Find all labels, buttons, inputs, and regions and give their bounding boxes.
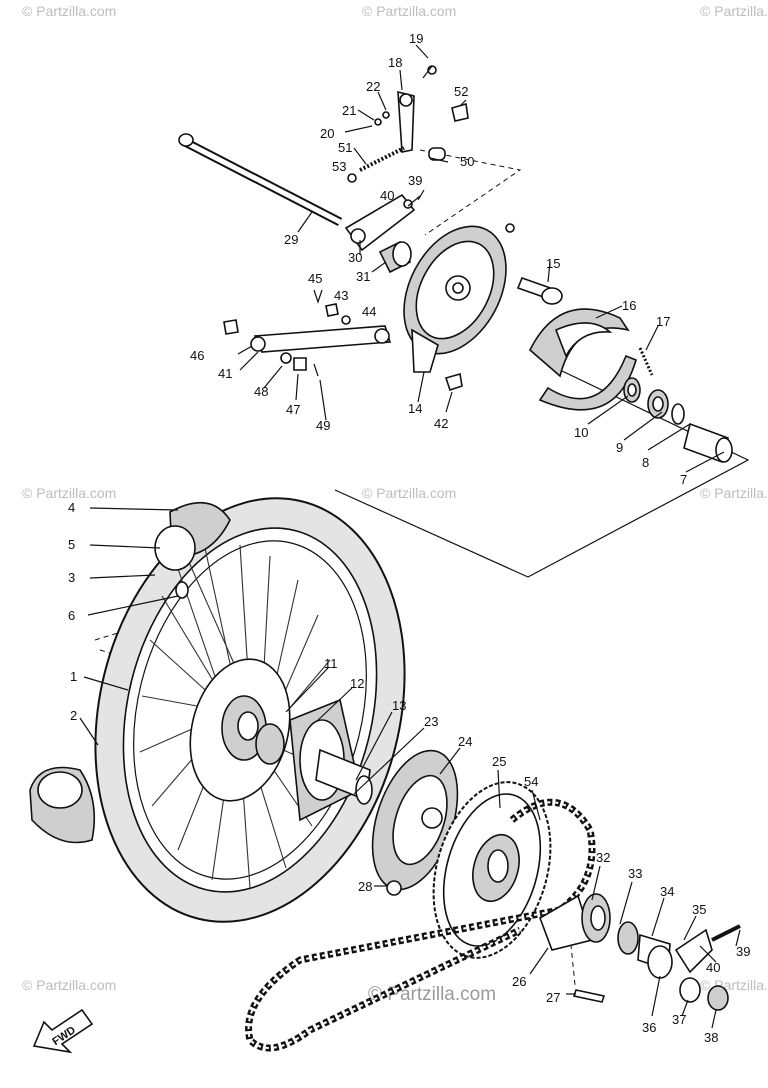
- label-6: 6: [68, 608, 75, 623]
- label-15: 15: [546, 256, 560, 271]
- drive-chain-54: [245, 798, 596, 1052]
- leader-lines: [79, 44, 741, 1029]
- label-49: 49: [316, 418, 330, 433]
- label-26: 26: [512, 974, 526, 989]
- label-39-top: 39: [408, 173, 422, 188]
- bearings-collars: [623, 377, 733, 464]
- brake-shoes-16: [529, 308, 654, 411]
- label-16: 16: [622, 298, 636, 313]
- label-50: 50: [460, 154, 474, 169]
- label-38: 38: [704, 1030, 718, 1045]
- label-2: 2: [70, 708, 77, 723]
- camshaft-15: [444, 276, 563, 392]
- label-45: 45: [308, 271, 322, 286]
- label-48: 48: [254, 384, 268, 399]
- label-43: 43: [334, 288, 348, 303]
- label-27: 27: [546, 990, 560, 1005]
- label-12: 12: [350, 676, 364, 691]
- label-22: 22: [366, 79, 380, 94]
- sprocket-hub-24: [371, 749, 459, 896]
- chain-adjuster-parts: [539, 893, 741, 1011]
- label-30: 30: [348, 250, 362, 265]
- axle-29: [178, 133, 343, 226]
- label-54: 54: [524, 774, 538, 789]
- label-51: 51: [338, 140, 352, 155]
- brake-plate-14: [403, 223, 515, 373]
- label-4: 4: [68, 500, 75, 515]
- label-37: 37: [672, 1012, 686, 1027]
- label-52: 52: [454, 84, 468, 99]
- watermark-mid-left: © Partzilla.com: [22, 485, 116, 501]
- torque-arm: [223, 289, 392, 377]
- label-5: 5: [68, 537, 75, 552]
- label-3: 3: [68, 570, 75, 585]
- label-53: 53: [332, 159, 346, 174]
- forward-direction-arrow: FWD: [32, 1008, 94, 1054]
- watermark-top-right: © Partzilla.com: [700, 3, 768, 19]
- watermark-bottom-left: © Partzilla.com: [22, 977, 116, 993]
- label-9: 9: [616, 440, 623, 455]
- label-33: 33: [628, 866, 642, 881]
- label-47: 47: [286, 402, 300, 417]
- label-44: 44: [362, 304, 376, 319]
- watermark-mid-right: © Partzilla.com: [700, 485, 768, 501]
- label-28: 28: [358, 879, 372, 894]
- label-35: 35: [692, 902, 706, 917]
- label-11: 11: [324, 656, 338, 671]
- label-20: 20: [320, 126, 334, 141]
- label-32: 32: [596, 850, 610, 865]
- label-40-top: 40: [380, 188, 394, 203]
- label-29: 29: [284, 232, 298, 247]
- watermark-center-large: © Partzilla.com: [368, 984, 496, 1005]
- label-39-bottom: 39: [736, 944, 750, 959]
- label-19: 19: [409, 31, 423, 46]
- watermark-top-center: © Partzilla.com: [362, 3, 456, 19]
- label-10: 10: [574, 425, 588, 440]
- label-8: 8: [642, 455, 649, 470]
- sprocket-25: [432, 781, 552, 959]
- watermark-top-left: © Partzilla.com: [22, 3, 116, 19]
- plate-30: [344, 193, 416, 274]
- label-24: 24: [458, 734, 472, 749]
- label-36: 36: [642, 1020, 656, 1035]
- label-18: 18: [388, 55, 402, 70]
- label-46: 46: [190, 348, 204, 363]
- part-labels: 4 5 3 6 1 2 7 8 9 10 11 12 13 23 24 25 5…: [68, 31, 750, 1045]
- label-42: 42: [434, 416, 448, 431]
- label-21: 21: [342, 103, 356, 118]
- label-31: 31: [356, 269, 370, 284]
- label-23: 23: [424, 714, 438, 729]
- label-41: 41: [218, 366, 232, 381]
- label-17: 17: [656, 314, 670, 329]
- brake-arm-18: [347, 65, 469, 183]
- hub-damper: [255, 698, 373, 822]
- label-14: 14: [408, 401, 422, 416]
- label-25: 25: [492, 754, 506, 769]
- label-13: 13: [392, 698, 406, 713]
- label-40-bottom: 40: [706, 960, 720, 975]
- label-1: 1: [70, 669, 77, 684]
- watermark-mid-center: © Partzilla.com: [362, 485, 456, 501]
- label-34: 34: [660, 884, 674, 899]
- label-7: 7: [680, 472, 687, 487]
